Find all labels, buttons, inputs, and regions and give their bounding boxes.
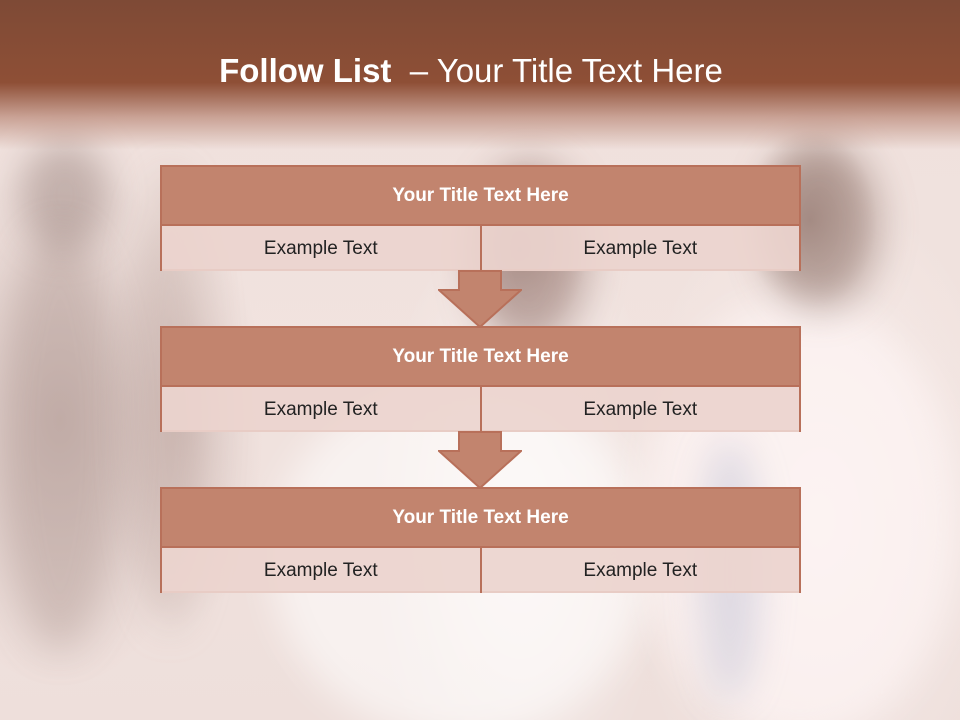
block-cell-right: Example Text	[481, 548, 799, 593]
block-cell-left: Example Text	[162, 387, 482, 432]
list-block-2: Your Title Text Here Example Text Exampl…	[160, 326, 801, 432]
block-row: Example Text Example Text	[162, 548, 799, 593]
block-title: Your Title Text Here	[162, 328, 799, 387]
block-row: Example Text Example Text	[162, 226, 799, 271]
block-title: Your Title Text Here	[162, 167, 799, 226]
background-figure	[20, 140, 110, 250]
block-cell-right: Example Text	[481, 387, 799, 432]
down-arrow-icon	[438, 431, 522, 489]
background-figure	[0, 230, 120, 650]
list-block-3: Your Title Text Here Example Text Exampl…	[160, 487, 801, 593]
down-arrow-icon	[438, 270, 522, 328]
header-band	[0, 0, 960, 150]
block-row: Example Text Example Text	[162, 387, 799, 432]
block-cell-right: Example Text	[481, 226, 799, 271]
slide-title: Follow List – Your Title Text Here	[0, 52, 942, 90]
block-cell-left: Example Text	[162, 548, 482, 593]
slide-title-bold: Follow List	[219, 52, 392, 89]
block-title: Your Title Text Here	[162, 489, 799, 548]
slide-title-rest: – Your Title Text Here	[409, 52, 723, 89]
block-cell-left: Example Text	[162, 226, 482, 271]
list-block-1: Your Title Text Here Example Text Exampl…	[160, 165, 801, 271]
